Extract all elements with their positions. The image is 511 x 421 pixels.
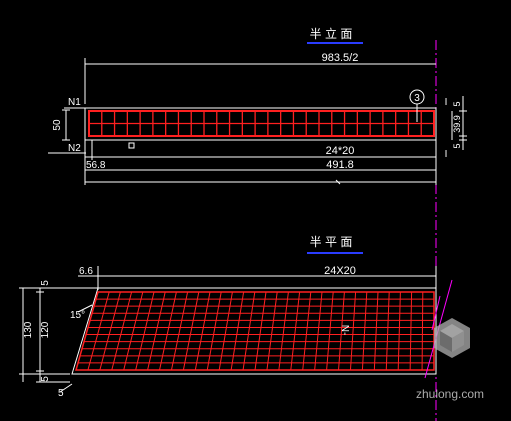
elevation-offset-value: 56.8 bbox=[86, 160, 106, 171]
plan-rebar-vertical bbox=[254, 291, 267, 371]
right-dim-top: 5 bbox=[452, 101, 462, 106]
callout-number: 3 bbox=[414, 93, 420, 104]
elevation-spacing-value: 24*20 bbox=[326, 145, 355, 157]
plan-dim-total: 130 bbox=[23, 321, 34, 338]
elevation-height-value: 50 bbox=[52, 119, 63, 131]
label-n1: N1 bbox=[68, 97, 81, 108]
plan-rebar-vertical bbox=[266, 291, 278, 371]
plan-rebar-vertical bbox=[230, 291, 245, 371]
plan-bottom-leader bbox=[59, 383, 73, 393]
elevation-length-value: 491.8 bbox=[326, 159, 354, 171]
plan-title: 半 平 面 bbox=[310, 235, 353, 249]
plan-rebar-vertical bbox=[242, 291, 256, 371]
plan-rebar-vertical bbox=[87, 291, 110, 371]
plan-rebar-vertical bbox=[385, 291, 390, 371]
plan-rebar-vertical bbox=[170, 291, 189, 371]
elevation-bottom-dimensions bbox=[84, 140, 437, 185]
plan-rebar-vertical bbox=[361, 291, 368, 371]
plan-rebar-vertical bbox=[218, 291, 233, 371]
plan-angle-value: 15° bbox=[70, 310, 85, 321]
plan-dim-bottom: 5 bbox=[40, 376, 51, 382]
plan-dim-top: 5 bbox=[40, 280, 51, 286]
plan-rebar-vertical bbox=[326, 291, 334, 371]
plan-rebar-vertical bbox=[147, 291, 166, 371]
cut-mark-bottom: I bbox=[445, 149, 448, 160]
plan-rebar-vertical bbox=[409, 291, 413, 371]
plan-rebar-vertical bbox=[290, 291, 301, 371]
plan-offset-value: 6.6 bbox=[79, 266, 93, 277]
plan-rebar-vertical bbox=[421, 291, 424, 371]
elevation-right-dimensions bbox=[451, 96, 467, 150]
plan-rebar-vertical bbox=[349, 291, 357, 371]
plan-dim-bottom-small: 5 bbox=[58, 388, 64, 399]
plan-rebar-vertical bbox=[314, 291, 323, 371]
plan-spacing-value: 24X20 bbox=[324, 265, 356, 277]
plan-rebar-vertical bbox=[338, 291, 345, 371]
plan-top-dimensions bbox=[78, 266, 437, 290]
plan-angle-leader bbox=[77, 304, 93, 313]
small-square-marker bbox=[128, 142, 135, 149]
cut-mark-top: I bbox=[445, 97, 448, 108]
watermark-text: zhulong.com bbox=[416, 387, 484, 401]
plan-rebar-grid bbox=[78, 291, 434, 371]
plan-rebar-border bbox=[75, 291, 435, 371]
plan-rebar-vertical bbox=[206, 291, 222, 371]
elevation-title: 半 立 面 bbox=[310, 26, 353, 41]
plan-rebar-vertical bbox=[135, 291, 155, 371]
plan-rebar-vertical bbox=[159, 291, 177, 371]
elevation-rebar-grid bbox=[89, 111, 434, 136]
plan-rebar-vertical bbox=[194, 291, 211, 371]
elevation-height-dimension bbox=[62, 109, 70, 141]
plan-left-dimensions bbox=[19, 287, 98, 383]
plan-rebar-vertical bbox=[111, 291, 133, 371]
watermark-logo-icon bbox=[434, 318, 470, 358]
plan-outline bbox=[71, 287, 437, 375]
plan-rebar-vertical bbox=[302, 291, 312, 371]
plan-rebar-vertical bbox=[182, 291, 200, 371]
label-n2: N2 bbox=[68, 143, 81, 154]
elevation-total-length: 983.5/2 bbox=[322, 52, 359, 64]
plan-rebar-vertical bbox=[99, 291, 121, 371]
right-dim-bottom: 5 bbox=[452, 143, 462, 148]
plan-rebar-vertical bbox=[278, 291, 289, 371]
right-dim-mid: 39.9 bbox=[452, 115, 462, 133]
plan-dim-mid: 120 bbox=[40, 321, 51, 338]
plan-rebar-vertical bbox=[123, 291, 144, 371]
plan-rebar-vertical bbox=[373, 291, 379, 371]
plan-rebar-vertical bbox=[397, 291, 401, 371]
elevation-outline bbox=[84, 107, 437, 141]
elevation-top-dimension bbox=[84, 58, 436, 104]
elevation-cursor-mark bbox=[335, 179, 341, 185]
plan-bar-label: N- bbox=[339, 325, 350, 336]
